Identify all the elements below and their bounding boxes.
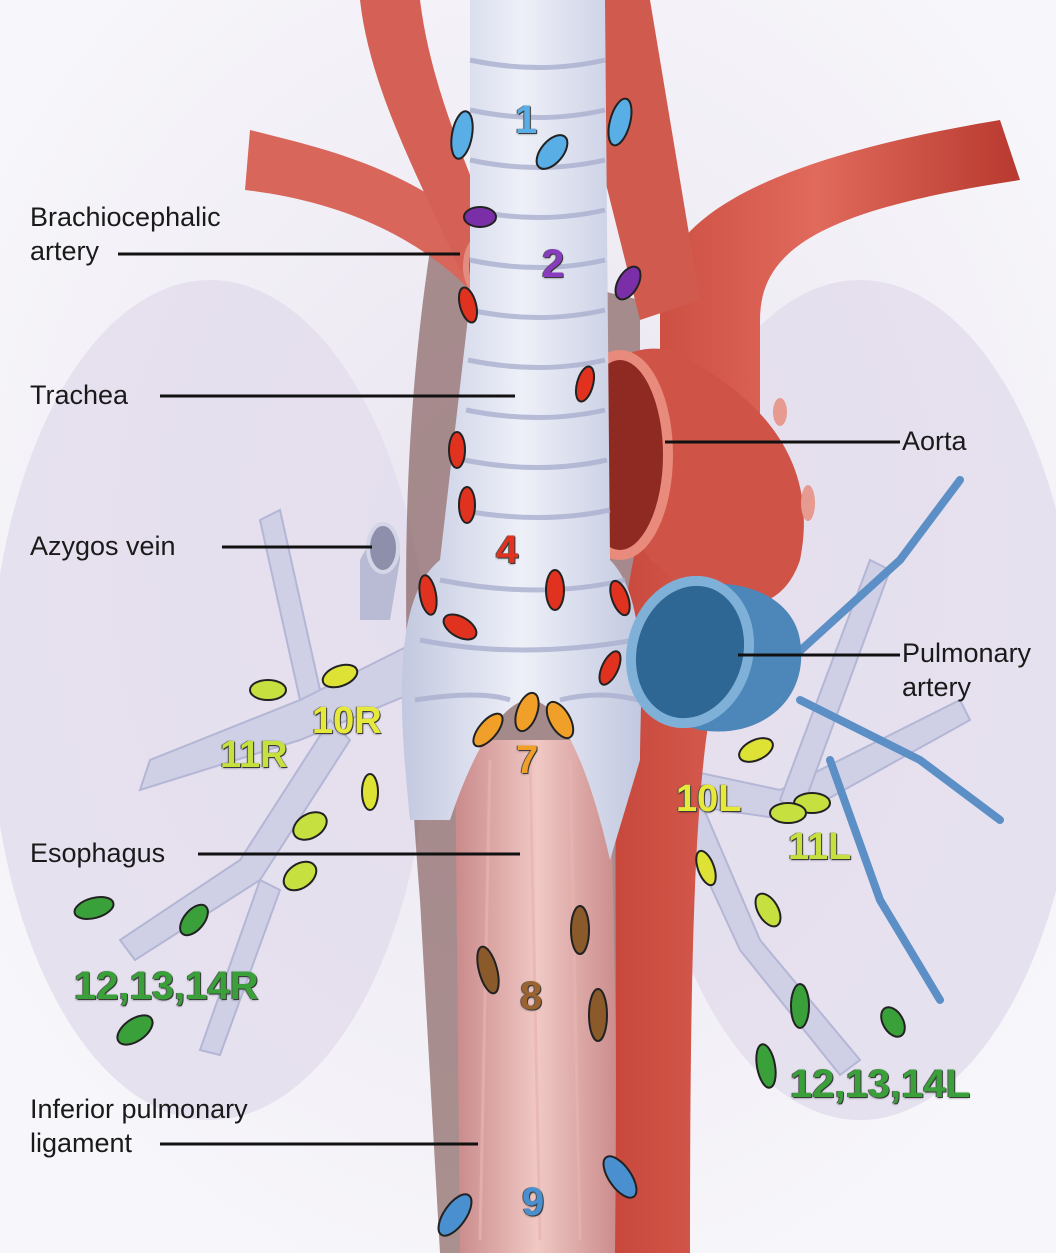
node-station-4 xyxy=(801,485,815,521)
node-station-8 xyxy=(571,906,589,954)
node-station-4 xyxy=(459,487,475,523)
label-pulmonary-artery: Pulmonary artery xyxy=(902,636,1031,704)
node-station-12-14l xyxy=(791,984,809,1028)
node-station-4 xyxy=(546,570,564,610)
station-8-label: 8 xyxy=(520,974,542,1019)
node-station-8 xyxy=(589,989,607,1041)
station-11r-label: 11R xyxy=(220,734,288,777)
station-11l-label: 11L xyxy=(788,826,851,869)
label-esophagus: Esophagus xyxy=(30,836,165,870)
node-station-11l xyxy=(770,803,806,823)
node-station-11r xyxy=(250,680,286,700)
node-station-4 xyxy=(773,398,787,426)
station-10r-label: 10R xyxy=(312,700,382,743)
label-brachiocephalic-artery: Brachiocephalic artery xyxy=(30,200,221,268)
station-9-label: 9 xyxy=(522,1180,544,1225)
label-trachea: Trachea xyxy=(30,378,128,412)
station-12-14r-label: 12,13,14R xyxy=(74,964,259,1009)
station-12-14l-label: 12,13,14L xyxy=(790,1062,970,1107)
label-aorta: Aorta xyxy=(902,424,967,458)
node-station-2 xyxy=(464,207,496,227)
label-azygos-vein: Azygos vein xyxy=(30,529,176,563)
station-2-label: 2 xyxy=(542,242,564,287)
station-1-label: 1 xyxy=(515,98,537,143)
station-10l-label: 10L xyxy=(676,778,741,821)
node-station-10r xyxy=(362,774,378,810)
node-station-4 xyxy=(449,432,465,468)
station-7-label: 7 xyxy=(516,738,538,783)
station-4-label: 4 xyxy=(496,528,518,573)
label-inferior-pulmonary-ligament: Inferior pulmonary ligament xyxy=(30,1092,248,1160)
